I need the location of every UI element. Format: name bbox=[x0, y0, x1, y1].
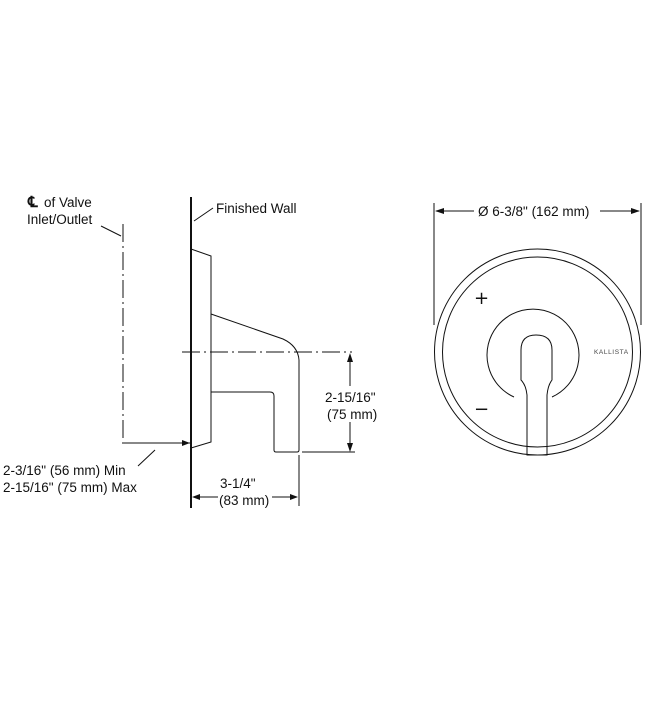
side-view: ℄ of Valve Inlet/Outlet Finished Wall 2-… bbox=[3, 193, 378, 508]
centerline-symbol: ℄ bbox=[27, 193, 38, 211]
escutcheon-profile bbox=[190, 248, 212, 449]
centerline-label: of Valve bbox=[44, 195, 92, 210]
drop-label-inch: 2-15/16" bbox=[325, 390, 376, 405]
depth-leader bbox=[137, 449, 156, 467]
cold-minus-symbol: − bbox=[474, 399, 489, 420]
centerline-label-line2: Inlet/Outlet bbox=[27, 212, 93, 227]
finished-wall-label: Finished Wall bbox=[216, 201, 297, 216]
front-view: Ø 6-3/8" (162 mm) + − KALLISTA bbox=[433, 203, 642, 456]
drop-arrow-bottom bbox=[347, 443, 353, 452]
finished-wall-leader bbox=[193, 207, 214, 222]
escutcheon-inner-ring bbox=[442, 256, 633, 448]
hot-plus-symbol: + bbox=[474, 288, 489, 309]
depth-max-label: 2-15/16" (75 mm) Max bbox=[3, 480, 137, 495]
projection-label-inch: 3-1/4" bbox=[220, 476, 256, 491]
handle-profile bbox=[210, 313, 300, 453]
drop-label-mm: (75 mm) bbox=[327, 407, 377, 422]
diameter-arrow-left bbox=[435, 208, 444, 214]
handle-lever bbox=[520, 334, 553, 456]
centerline-leader bbox=[100, 225, 122, 237]
handle-hub bbox=[486, 308, 580, 398]
projection-arrow-left bbox=[192, 494, 200, 500]
brand-label: KALLISTA bbox=[594, 349, 629, 356]
diameter-label: Ø 6-3/8" (162 mm) bbox=[478, 204, 589, 219]
projection-label-mm: (83 mm) bbox=[219, 493, 269, 508]
diameter-arrow-right bbox=[631, 208, 640, 214]
depth-min-label: 2-3/16" (56 mm) Min bbox=[3, 463, 126, 478]
drop-arrow-top bbox=[347, 353, 353, 362]
projection-arrow-right bbox=[290, 494, 298, 500]
